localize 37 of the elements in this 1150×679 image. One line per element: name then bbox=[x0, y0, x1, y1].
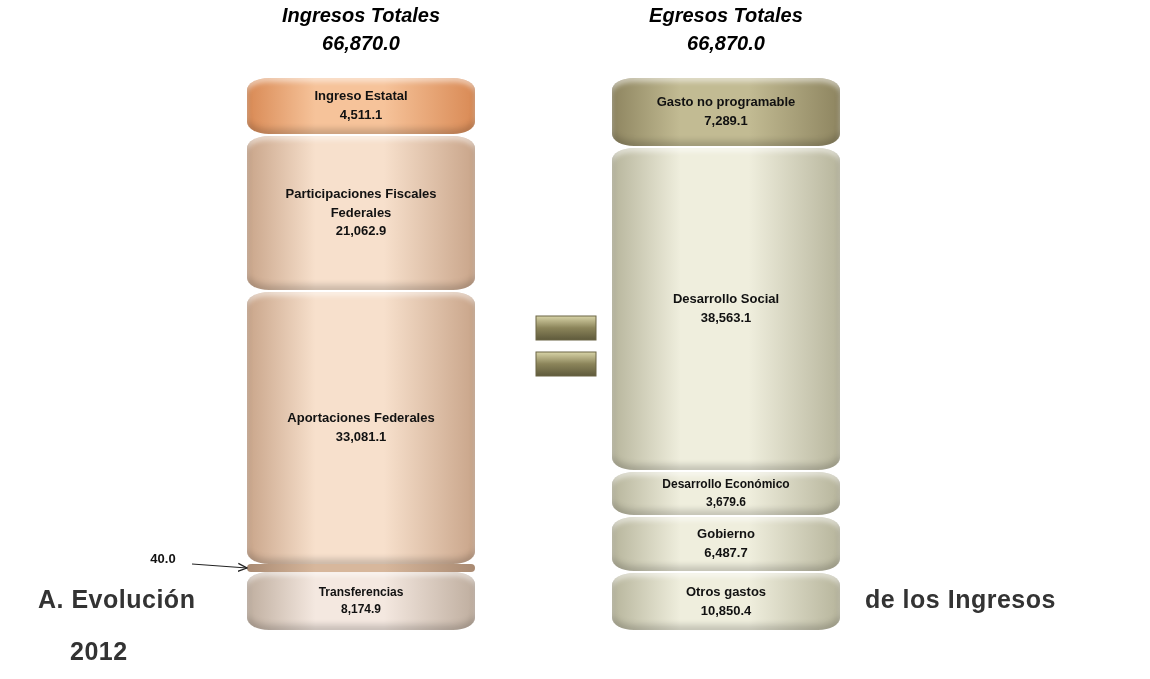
cylinder-segment bbox=[247, 136, 475, 290]
segment-value: 38,563.1 bbox=[700, 309, 752, 327]
cylinder-segment bbox=[612, 472, 840, 515]
heading-text: A. Evolución bbox=[38, 585, 196, 614]
segment-value: 8,174.9 bbox=[340, 601, 381, 618]
segment-label: Otros gastos bbox=[685, 582, 767, 601]
cylinder-segment bbox=[247, 78, 475, 134]
cylinder-segment bbox=[612, 573, 840, 630]
segment-value: 7,289.1 bbox=[704, 112, 748, 130]
segment-label: Ingreso Estatal bbox=[314, 87, 408, 106]
segment-value: 3,679.6 bbox=[705, 493, 746, 511]
segment-label: 40.0 bbox=[150, 549, 176, 568]
leader-line bbox=[191, 562, 248, 572]
segment-label: Transferencias bbox=[318, 583, 404, 601]
thin-segment bbox=[247, 564, 475, 572]
segment-value: 6,487.7 bbox=[704, 544, 748, 562]
cylinder-segment bbox=[612, 148, 840, 470]
total-value: 66,870.0 bbox=[686, 32, 766, 55]
cylinder-segment bbox=[612, 78, 840, 146]
segment-label: Participaciones Fiscales Federales bbox=[284, 184, 438, 222]
segment-label: Gobierno bbox=[697, 525, 755, 544]
segment-value: 10,850.4 bbox=[700, 601, 752, 620]
cylinder-segment bbox=[247, 292, 475, 564]
segment-label: Desarrollo Económico bbox=[662, 476, 790, 494]
heading-text: 2012 bbox=[70, 637, 128, 666]
heading-text: de los Ingresos bbox=[865, 585, 1056, 614]
cylinder-segment bbox=[247, 572, 475, 630]
segment-value: 4,511.1 bbox=[339, 106, 383, 124]
segment-label: Desarrollo Social bbox=[672, 290, 780, 309]
segment-label: Gasto no programable bbox=[656, 93, 796, 112]
total-value: 66,870.0 bbox=[321, 32, 401, 55]
segment-value: 21,062.9 bbox=[335, 222, 387, 241]
cylinder-segment bbox=[612, 517, 840, 571]
segment-value: 33,081.1 bbox=[335, 428, 387, 446]
segment-label: Aportaciones Federales bbox=[287, 409, 435, 428]
column-heading: Ingresos Totales bbox=[280, 4, 442, 27]
column-heading: Egresos Totales bbox=[648, 4, 804, 27]
